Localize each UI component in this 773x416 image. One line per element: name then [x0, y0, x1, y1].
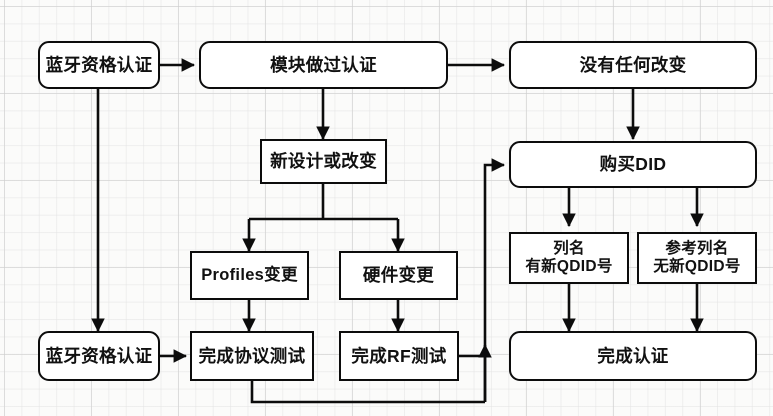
node-no-change[interactable]: 没有任何改变 — [509, 41, 757, 89]
edge-riser-to-buydid — [483, 158, 506, 402]
node-bt-qualification-bottom[interactable]: 蓝牙资格认证 — [38, 331, 160, 381]
edge-newdesign-split — [249, 184, 398, 221]
node-profiles-change[interactable]: Profiles变更 — [190, 251, 309, 300]
node-module-certified[interactable]: 模块做过认证 — [199, 41, 448, 89]
node-bt-qualification-top[interactable]: 蓝牙资格认证 — [38, 41, 160, 89]
node-hardware-change[interactable]: 硬件变更 — [339, 251, 458, 300]
node-ref-listed-no-new-qdid[interactable]: 参考列名 无新QDID号 — [637, 232, 757, 284]
node-protocol-test-done[interactable]: 完成协议测试 — [190, 331, 314, 381]
node-new-design-or-change[interactable]: 新设计或改变 — [260, 139, 387, 184]
node-certification-done[interactable]: 完成认证 — [509, 331, 757, 381]
edge-protocol-to-buydid — [250, 381, 485, 404]
node-rf-test-done[interactable]: 完成RF测试 — [339, 331, 459, 381]
node-buy-did[interactable]: 购买DID — [509, 141, 757, 188]
node-listed-new-qdid[interactable]: 列名 有新QDID号 — [509, 232, 629, 284]
